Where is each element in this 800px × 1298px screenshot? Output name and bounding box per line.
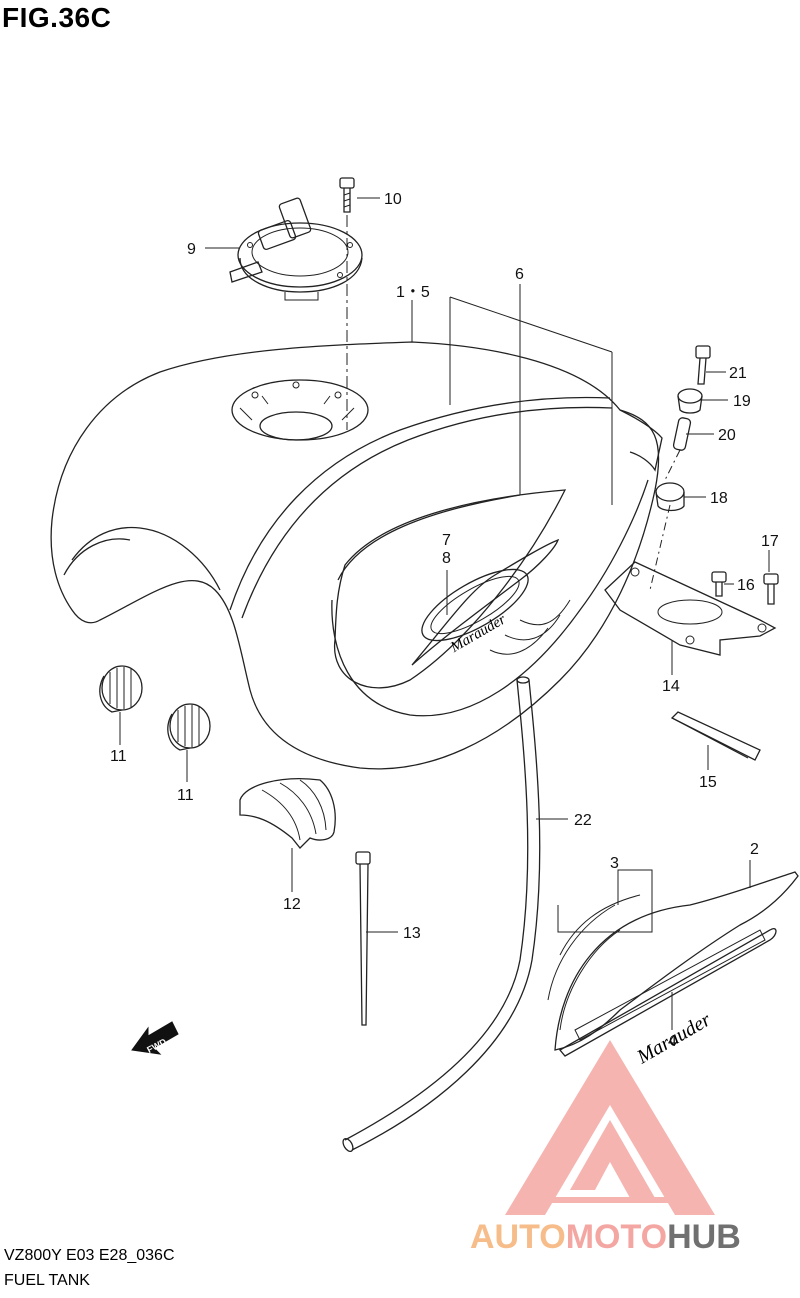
callout-labels: 1・5 2 3 4 6 7 8 9 10 11 11 12 13 14 15 1… [110,191,779,1050]
figure-name: FUEL TANK [4,1272,90,1289]
fuel-tank-body[interactable] [50,341,663,770]
leader-lines [119,197,770,1030]
bolt-21[interactable] [695,345,711,385]
fuel-hose[interactable] [341,676,541,1153]
callout-22: 22 [574,812,592,829]
tank-emblem-7-8[interactable]: Marauder [411,538,560,666]
automotohub-watermark: AUTOMOTOHUB [470,1040,741,1255]
bracket-bolt-16[interactable] [711,571,727,597]
tie-band[interactable] [355,851,371,1026]
callout-21: 21 [729,365,747,382]
callout-10: 10 [384,191,402,208]
callout-19: 19 [733,393,751,410]
grommet-b[interactable] [167,703,211,751]
callout-7: 7 [442,532,451,549]
watermark-brand: AUTOMOTOHUB [470,1218,741,1255]
callout-11-a: 11 [110,748,127,765]
callout-9: 9 [187,241,196,258]
cushion-18[interactable] [655,482,685,512]
cushion-rubber[interactable] [239,778,336,849]
washer-19[interactable] [677,388,703,414]
forward-direction-arrow: FWD [131,1021,179,1055]
callout-15: 15 [699,774,717,791]
watermark-auto: AUTO [470,1218,566,1255]
cap-screw[interactable] [339,177,355,213]
watermark-moto: MOTO [566,1218,667,1255]
automotohub-logo-mark [505,1040,715,1215]
callout-4: 4 [668,1033,677,1050]
callout-20: 20 [718,427,736,444]
fuel-cap[interactable] [229,197,363,301]
callout-13: 13 [403,925,421,942]
collar-20[interactable] [672,417,692,451]
callout-17: 17 [761,533,779,550]
callout-18: 18 [710,490,728,507]
callout-16: 16 [737,577,755,594]
figure-title: FIG.36C [2,2,112,33]
grommet-a[interactable] [99,665,143,713]
callout-8: 8 [442,550,451,567]
figure-code: VZ800Y E03 E28_036C [4,1247,175,1264]
callout-1-5: 1・5 [396,284,430,301]
callout-14: 14 [662,678,680,695]
callout-3: 3 [610,855,619,872]
rubber-strip[interactable] [670,711,761,761]
mounting-bracket[interactable] [604,561,777,656]
callout-6: 6 [515,266,524,283]
watermark-hub: HUB [667,1218,741,1255]
callout-12: 12 [283,896,301,913]
bracket-bolt-17[interactable] [763,573,779,605]
callout-11-b: 11 [177,787,194,804]
callout-2: 2 [750,841,759,858]
